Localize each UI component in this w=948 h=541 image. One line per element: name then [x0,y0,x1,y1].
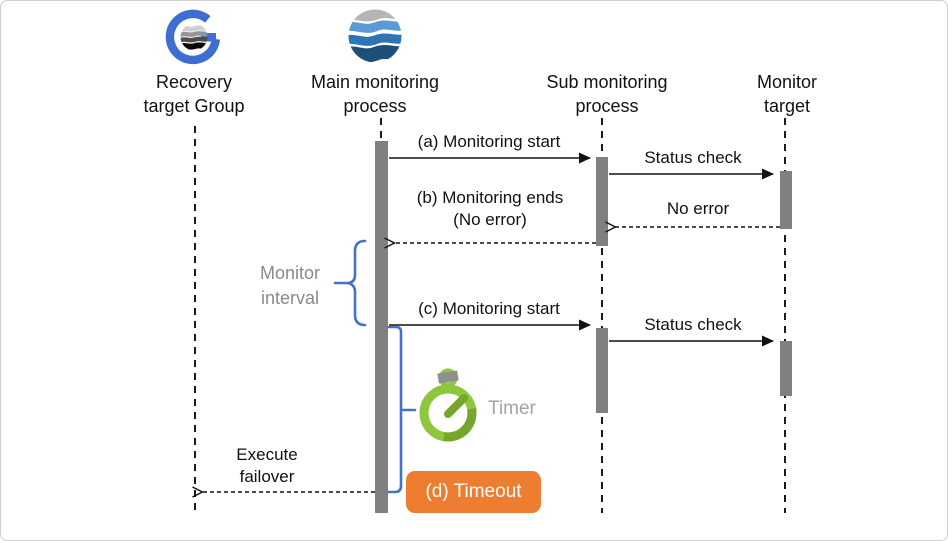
message-label-monitoring-ends-b: (b) Monitoring ends (No error) [416,188,564,230]
lifeline-header-sub: Sub monitoring process [546,72,668,117]
activation-sub-1 [596,157,608,246]
message-label-execute-failover: Execute failover [236,445,298,487]
monitor-interval-brace [333,239,367,327]
wave-sphere-icon [348,9,402,63]
timer-bracket [387,325,417,494]
message-label-status-check-1: Status check [644,148,742,167]
timeout-badge: (d) Timeout [406,471,541,513]
lifeline-header-main: Main monitoring process [310,72,440,117]
message-label-monitoring-start-c: (c) Monitoring start [418,299,560,318]
activation-target-2 [780,341,792,396]
message-label-monitoring-start-a: (a) Monitoring start [417,132,561,151]
lifeline-header-recovery: Recovery target Group [143,72,245,117]
group-sphere-icon [165,9,221,65]
timer-label: Timer [488,398,536,419]
lifeline-header-target: Monitor target [756,72,818,117]
message-label-no-error: No error [666,199,730,218]
activation-sub-2 [596,328,608,413]
timer-icon [419,368,477,442]
activation-main [375,141,388,513]
message-label-status-check-2: Status check [644,315,742,334]
activation-target-1 [780,171,792,229]
monitor-interval-label: Monitor interval [259,263,321,309]
